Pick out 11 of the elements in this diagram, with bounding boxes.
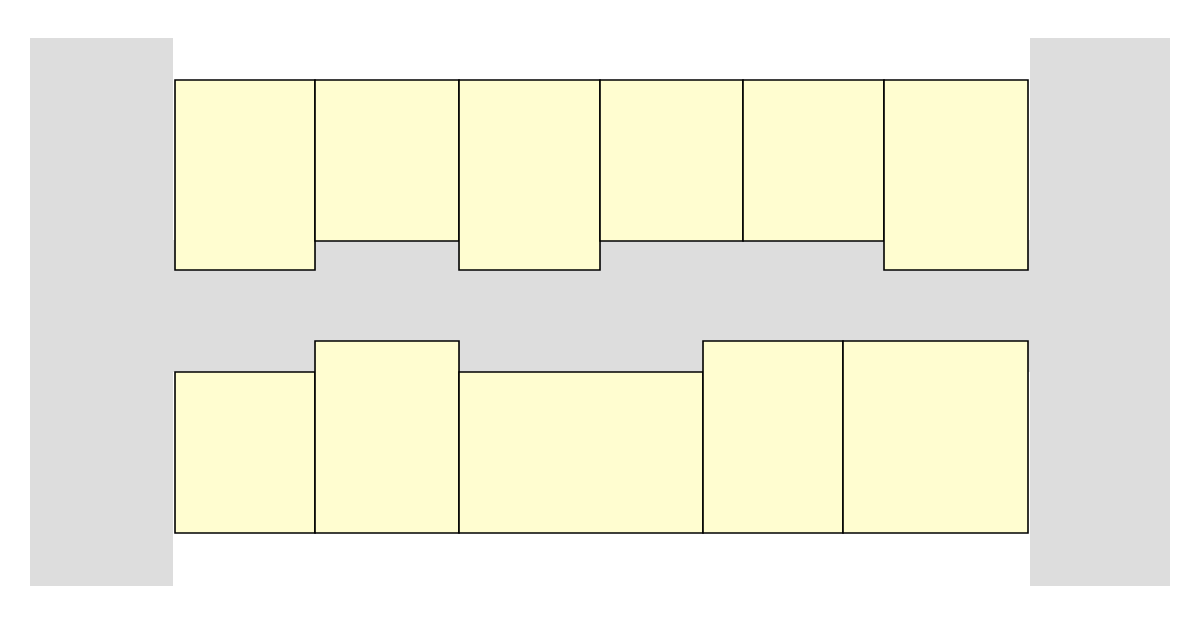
block — [842, 340, 1029, 534]
block — [174, 79, 316, 271]
block — [458, 79, 601, 271]
block — [599, 79, 744, 242]
block — [702, 340, 844, 534]
block — [174, 371, 316, 534]
block — [314, 340, 460, 534]
block — [742, 79, 885, 242]
block — [314, 79, 460, 242]
block — [458, 371, 704, 534]
block — [883, 79, 1029, 271]
